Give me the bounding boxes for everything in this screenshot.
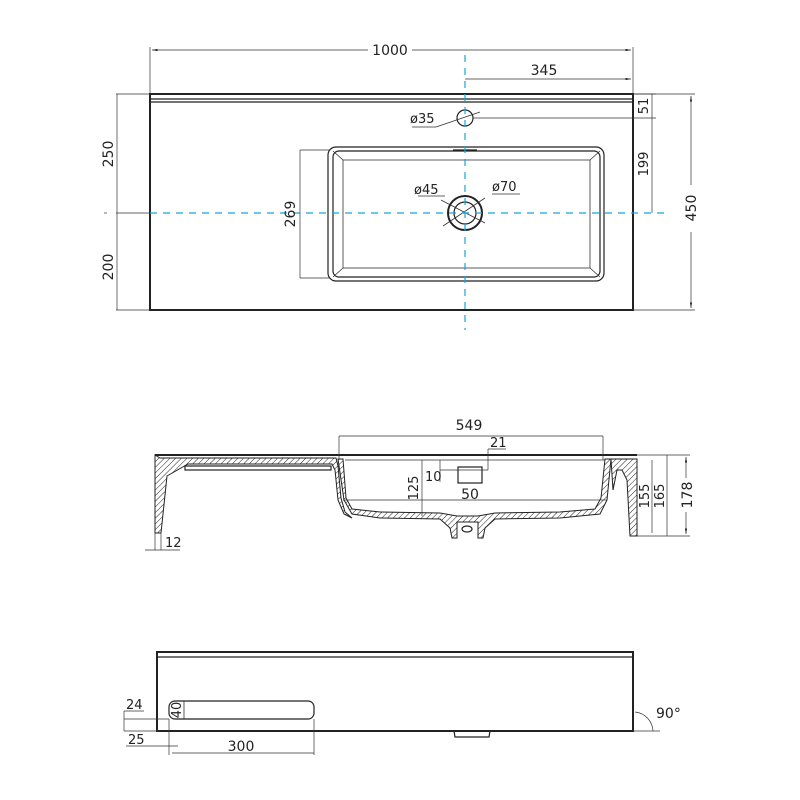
dim-side-height-155: 155 (638, 484, 653, 509)
dim-side-height-165: 165 (653, 484, 668, 509)
drain-nub (453, 730, 491, 738)
dim-slot-left-offset: 25 (128, 733, 145, 748)
dim-overall-width: 1000 (372, 43, 408, 59)
dim-front-to-axis: 200 (101, 254, 117, 281)
shelf-recess (184, 465, 332, 471)
dim-slot-width: 300 (228, 739, 255, 755)
dim-bowl-inner-depth: 125 (407, 476, 422, 501)
front-view: 40 24 25 300 90° (123, 651, 681, 755)
towel-slot (168, 700, 315, 720)
dim-bowl-width: 549 (456, 418, 483, 434)
top-view: 1000 345 ø35 ø45 ø70 51 199 450 250 20 (101, 43, 700, 330)
basin-front-outline (156, 651, 634, 732)
dim-slot-height: 40 (170, 702, 185, 719)
dim-tap-from-right: 345 (531, 63, 558, 79)
dim-back-to-axis: 250 (101, 141, 117, 168)
dim-overflow-offset: 21 (490, 436, 507, 451)
overflow-outlet (461, 525, 473, 533)
section-view: 549 21 10 50 125 155 165 178 12 (145, 418, 696, 551)
corner-angle: 90° (656, 706, 681, 722)
overflow-slot (457, 466, 483, 484)
dim-drain-inner-diameter: ø45 (414, 183, 439, 198)
dim-bowl-depth: 269 (283, 201, 299, 228)
dim-tap-diameter: ø35 (410, 112, 435, 127)
dim-overall-height: 178 (680, 482, 696, 509)
dim-slot-bottom-offset: 24 (126, 698, 143, 713)
dim-back-to-tap: 51 (637, 98, 652, 115)
bowl-outline (327, 146, 605, 282)
dim-overflow-height: 10 (425, 470, 442, 485)
basin-outline-top (149, 93, 634, 311)
dim-overall-depth: 450 (684, 195, 700, 222)
dim-leg-thickness: 12 (165, 536, 182, 551)
dim-overflow-width: 50 (461, 487, 479, 503)
dim-tap-to-drain: 199 (637, 152, 652, 177)
dim-drain-outer-diameter: ø70 (492, 180, 517, 195)
